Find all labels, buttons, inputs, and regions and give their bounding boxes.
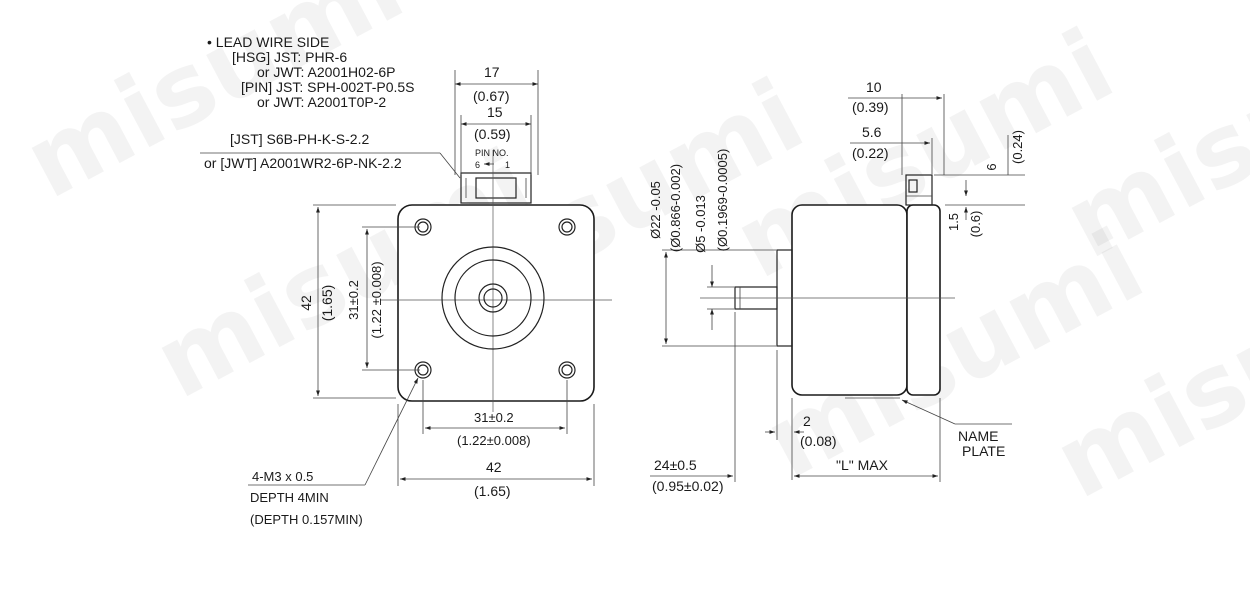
dim-height-42: 42	[298, 295, 314, 311]
front-view: 17 (0.67) 15 (0.59) PIN NO. 6 1 42 (1.65…	[248, 64, 612, 527]
dim-15: 15	[487, 104, 503, 120]
nameplate-label-1: NAME	[958, 428, 998, 444]
dim-5-6: 5.6	[862, 124, 882, 140]
dim-2: 2	[803, 413, 811, 429]
dim-17: 17	[484, 64, 500, 80]
cable-jwt: or [JWT] A2001WR2-6P-NK-2.2	[204, 155, 402, 171]
screw-spec: 4-M3 x 0.5	[252, 469, 313, 484]
boss-outer	[441, 246, 545, 350]
dim-5-6-in: (0.22)	[852, 145, 889, 161]
screw-depth-in: (DEPTH 0.157MIN)	[250, 512, 363, 527]
dim-d22-in: (Ø0.866-0.002)	[668, 164, 683, 252]
pin-6: 6	[475, 160, 480, 170]
dim-15-in: (0.59)	[474, 126, 511, 142]
dim-2-in: (0.08)	[800, 433, 837, 449]
pin-jst: [PIN] JST: SPH-002T-P0.5S	[241, 79, 415, 95]
dim-d22: Ø22 -0.05	[648, 181, 663, 239]
pin-jwt: or JWT: A2001T0P-2	[257, 94, 386, 110]
dim-10-in: (0.39)	[852, 99, 889, 115]
dim-hole-v-in: (1.22 ±0.008)	[369, 261, 384, 338]
dim-17-in: (0.67)	[473, 88, 510, 104]
watermark: misumi misumi misumi misumi misumi misum…	[6, 0, 1250, 521]
dim-24-in: (0.95±0.02)	[652, 478, 724, 494]
side-body-front	[791, 204, 908, 396]
dim-hole-h: 31±0.2	[474, 410, 514, 425]
pin-no-label: PIN NO.	[475, 148, 509, 158]
pin-1: 1	[505, 160, 510, 170]
side-body-rear	[906, 204, 941, 396]
side-connector	[905, 174, 933, 206]
dim-d5: Ø5 -0.013	[693, 195, 708, 253]
front-flange	[397, 204, 595, 402]
dim-d5-in: (Ø0.1969-0.0005)	[715, 149, 730, 252]
dim-10: 10	[866, 79, 882, 95]
hsg-jst: [HSG] JST: PHR-6	[232, 49, 347, 65]
lead-wire-notes: • LEAD WIRE SIDE [HSG] JST: PHR-6 or JWT…	[200, 34, 461, 179]
nameplate-label-2: PLATE	[962, 443, 1005, 459]
cable-jst: [JST] S6B-PH-K-S-2.2	[230, 131, 369, 147]
dim-l-max: "L" MAX	[836, 457, 889, 473]
dim-1-5-in: (0.6)	[968, 211, 983, 238]
shaft-end	[478, 283, 508, 313]
side-view: Ø22 -0.05 (Ø0.866-0.002) Ø5 -0.013 (Ø0.1…	[648, 79, 1025, 494]
dim-width-42-in: (1.65)	[474, 483, 511, 499]
screw-depth: DEPTH 4MIN	[250, 490, 329, 505]
dim-width-42: 42	[486, 459, 502, 475]
dim-24: 24±0.5	[654, 457, 697, 473]
mount-hole-br	[558, 361, 576, 379]
hsg-jwt: or JWT: A2001H02-6P	[257, 64, 396, 80]
dim-hole-v: 31±0.2	[346, 280, 361, 320]
connector-body	[460, 172, 532, 204]
dim-height-42-in: (1.65)	[319, 285, 335, 322]
lead-wire-header: • LEAD WIRE SIDE	[207, 34, 329, 50]
mount-hole-tr	[558, 218, 576, 236]
dim-hole-h-in: (1.22±0.008)	[457, 433, 531, 448]
dim-6-in: (0.24)	[1010, 130, 1025, 164]
dim-1-5: 1.5	[946, 213, 961, 231]
dim-6: 6	[984, 163, 999, 170]
